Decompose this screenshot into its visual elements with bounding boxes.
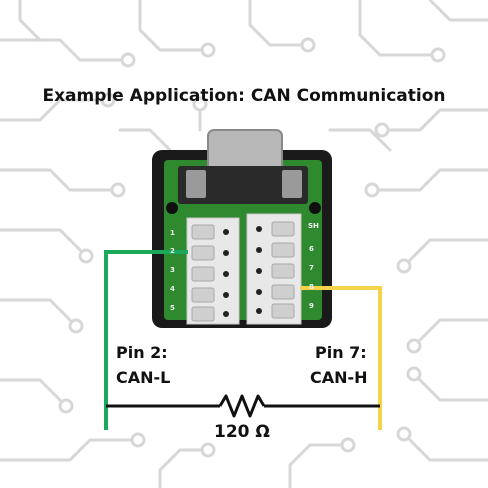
pin-number-1: 1: [170, 229, 175, 237]
pin-number-6: 6: [309, 245, 314, 253]
pin-number-2: 2: [170, 247, 175, 255]
pin-number-sh: SH: [308, 222, 319, 230]
pin-number-4: 4: [170, 285, 175, 293]
pin-number-7: 7: [309, 264, 314, 272]
left-pin-signal: CAN-L: [116, 368, 170, 387]
db9-terminal-block-module: [152, 130, 332, 328]
pin-number-5: 5: [170, 304, 175, 312]
pin-number-3: 3: [170, 266, 175, 274]
left-pin-name: Pin 2:: [116, 343, 168, 362]
resistor-line: [106, 396, 380, 416]
pin-number-9: 9: [309, 302, 314, 310]
resistor-value: 120 Ω: [214, 422, 270, 442]
pin-number-8: 8: [309, 283, 314, 291]
diagram-title: Example Application: CAN Communication: [0, 86, 488, 106]
right-pin-signal: CAN-H: [310, 368, 368, 387]
right-pin-name: Pin 7:: [315, 343, 367, 362]
